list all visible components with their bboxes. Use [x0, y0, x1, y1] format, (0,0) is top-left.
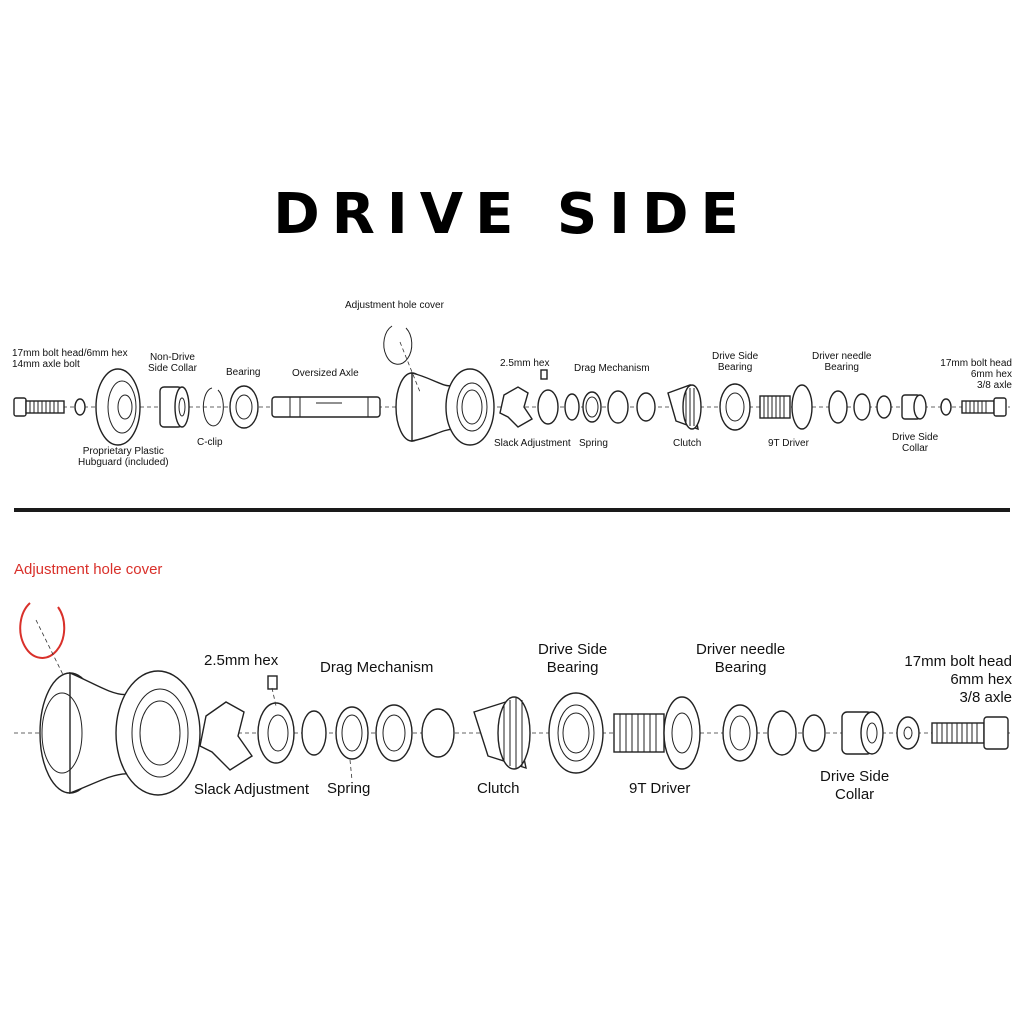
bottom-spring [335, 706, 369, 760]
top-left-bolt [13, 397, 65, 417]
top-label-c-clip: C-clip [197, 437, 223, 448]
bottom-needle-bearing [722, 704, 758, 762]
top-bearing [229, 385, 259, 429]
bottom-ring-4 [767, 710, 797, 756]
top-needle-bearing [828, 390, 848, 424]
top-washer [74, 398, 86, 416]
top-right-bolt [961, 397, 1007, 417]
bottom-drive-side-bearing [548, 692, 604, 774]
bottom-label-slack-adjustment: Slack Adjustment [194, 781, 310, 798]
top-non-drive-collar [159, 386, 190, 428]
top-drive-side-collar [901, 394, 927, 420]
top-hub-shell [395, 368, 495, 446]
section-divider [14, 508, 1010, 512]
bottom-label-adjustment-hole-cover: Adjustment hole cover [14, 561, 163, 578]
bottom-label-clutch: Clutch [477, 780, 520, 797]
top-label-drag-mechanism: Drag Mechanism [574, 363, 650, 374]
top-label-bearing: Bearing [226, 367, 261, 378]
top-label-oversized-axle: Oversized Axle [292, 368, 359, 379]
bottom-ring-3 [421, 708, 455, 758]
top-clutch [667, 384, 702, 431]
bottom-ring-5 [802, 714, 826, 752]
bottom-label-spring: Spring [327, 780, 371, 797]
top-ring-2 [607, 390, 629, 424]
top-label-spring: Spring [579, 438, 608, 449]
page-title: DRIVE SIDE [273, 182, 751, 247]
bottom-ring-2 [375, 704, 413, 762]
bottom-clutch [473, 696, 531, 770]
top-right-washer [940, 398, 952, 416]
top-label-driver: 9T Driver [768, 438, 809, 449]
bottom-right-bolt [931, 716, 1009, 750]
top-drive-side-bearing [719, 383, 751, 431]
top-axle [271, 396, 381, 418]
bottom-right-washer [896, 716, 920, 750]
bottom-slack-adjustment [199, 675, 295, 771]
bottom-label-driver: 9T Driver [629, 780, 691, 797]
top-label-slack-adjustment: Slack Adjustment [494, 438, 571, 449]
bottom-label-drag-mechanism: Drag Mechanism [320, 659, 434, 676]
top-adjustment-cover [383, 325, 413, 365]
bottom-label-hex: 2.5mm hex [204, 652, 279, 669]
top-slack-adjustment [499, 369, 559, 428]
bottom-ring-1 [301, 710, 327, 756]
bottom-adjustment-cover [19, 602, 66, 659]
top-hubguard [95, 368, 141, 446]
top-label-adjustment-hole-cover: Adjustment hole cover [345, 300, 444, 311]
bottom-driver [613, 696, 701, 770]
top-driver [759, 384, 813, 430]
top-c-clip [202, 387, 224, 427]
top-label-clutch: Clutch [673, 438, 702, 449]
top-ring-1 [564, 393, 580, 421]
top-label-hex: 2.5mm hex [500, 358, 550, 369]
top-ring-3 [636, 392, 656, 422]
top-ring-4 [853, 393, 871, 421]
bottom-drive-side-collar [841, 711, 884, 755]
top-ring-5 [876, 395, 892, 419]
bottom-hub-shell [39, 670, 201, 796]
